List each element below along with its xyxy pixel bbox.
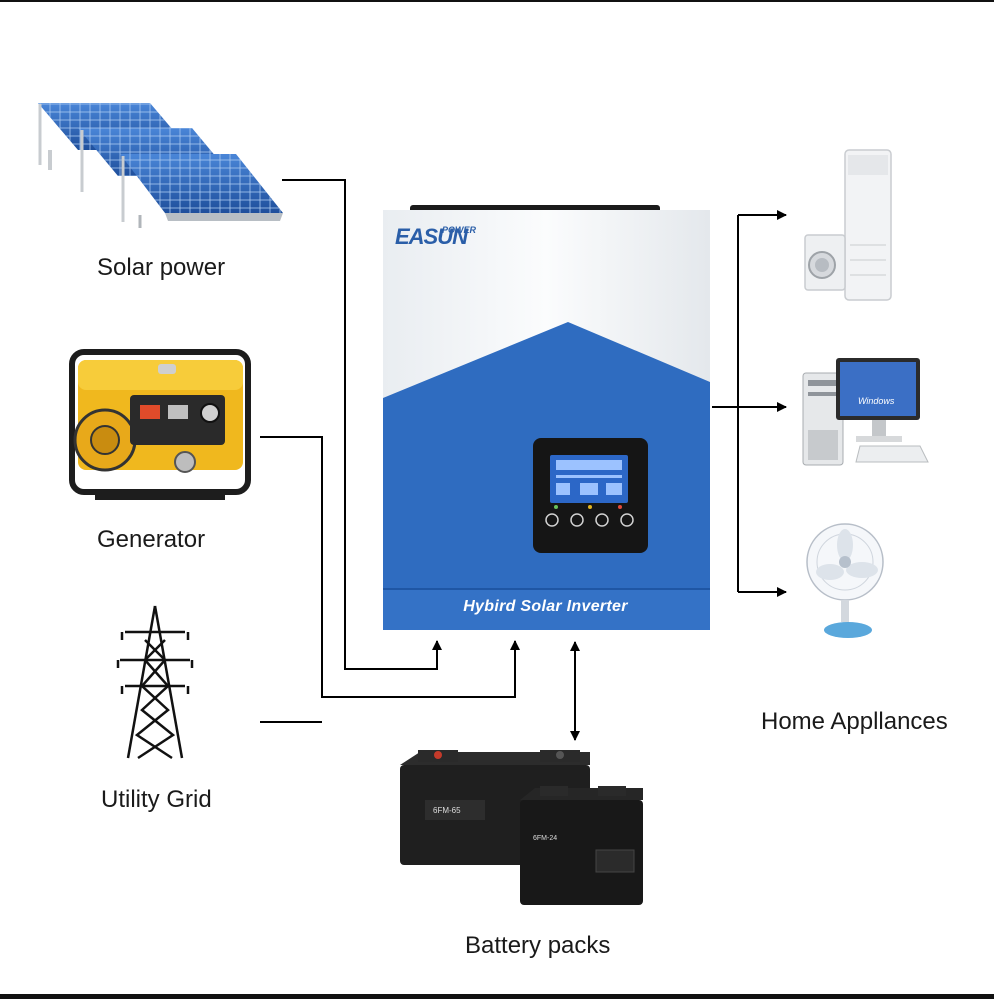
generator-wire [260,436,520,698]
home-appliances-label: Home Appllances [761,708,948,735]
inverter-title: Hybird Solar Inverter [463,598,628,615]
solar-wire [282,179,442,670]
top-border [0,0,994,2]
fan-icon [806,523,884,638]
battery-packs-label: Battery packs [465,932,611,959]
transmission-tower-icon [116,605,194,760]
air-conditioner-icon [844,149,892,301]
utility-grid-label: Utility Grid [101,786,212,813]
connection-wires [260,179,787,741]
inverter-brand-sub: POWER [442,225,477,235]
generator-icon [69,349,251,500]
solar-panel-icon [38,103,283,228]
inverter-brand-logo: EASUN [395,224,468,249]
inverter-icon [383,205,710,630]
washing-machine-icon [804,234,846,291]
bottom-border [0,994,994,999]
small-battery-model: 6FM-24 [533,835,557,842]
solar-power-label: Solar power [97,254,226,281]
generator-label: Generator [97,526,206,553]
screen-text: Windows [858,396,895,406]
big-battery-model: 6FM-65 [433,806,461,815]
battery-icon: 6FM-65 6FM-24 [400,750,643,905]
desktop-computer-icon: Windows [802,358,929,466]
